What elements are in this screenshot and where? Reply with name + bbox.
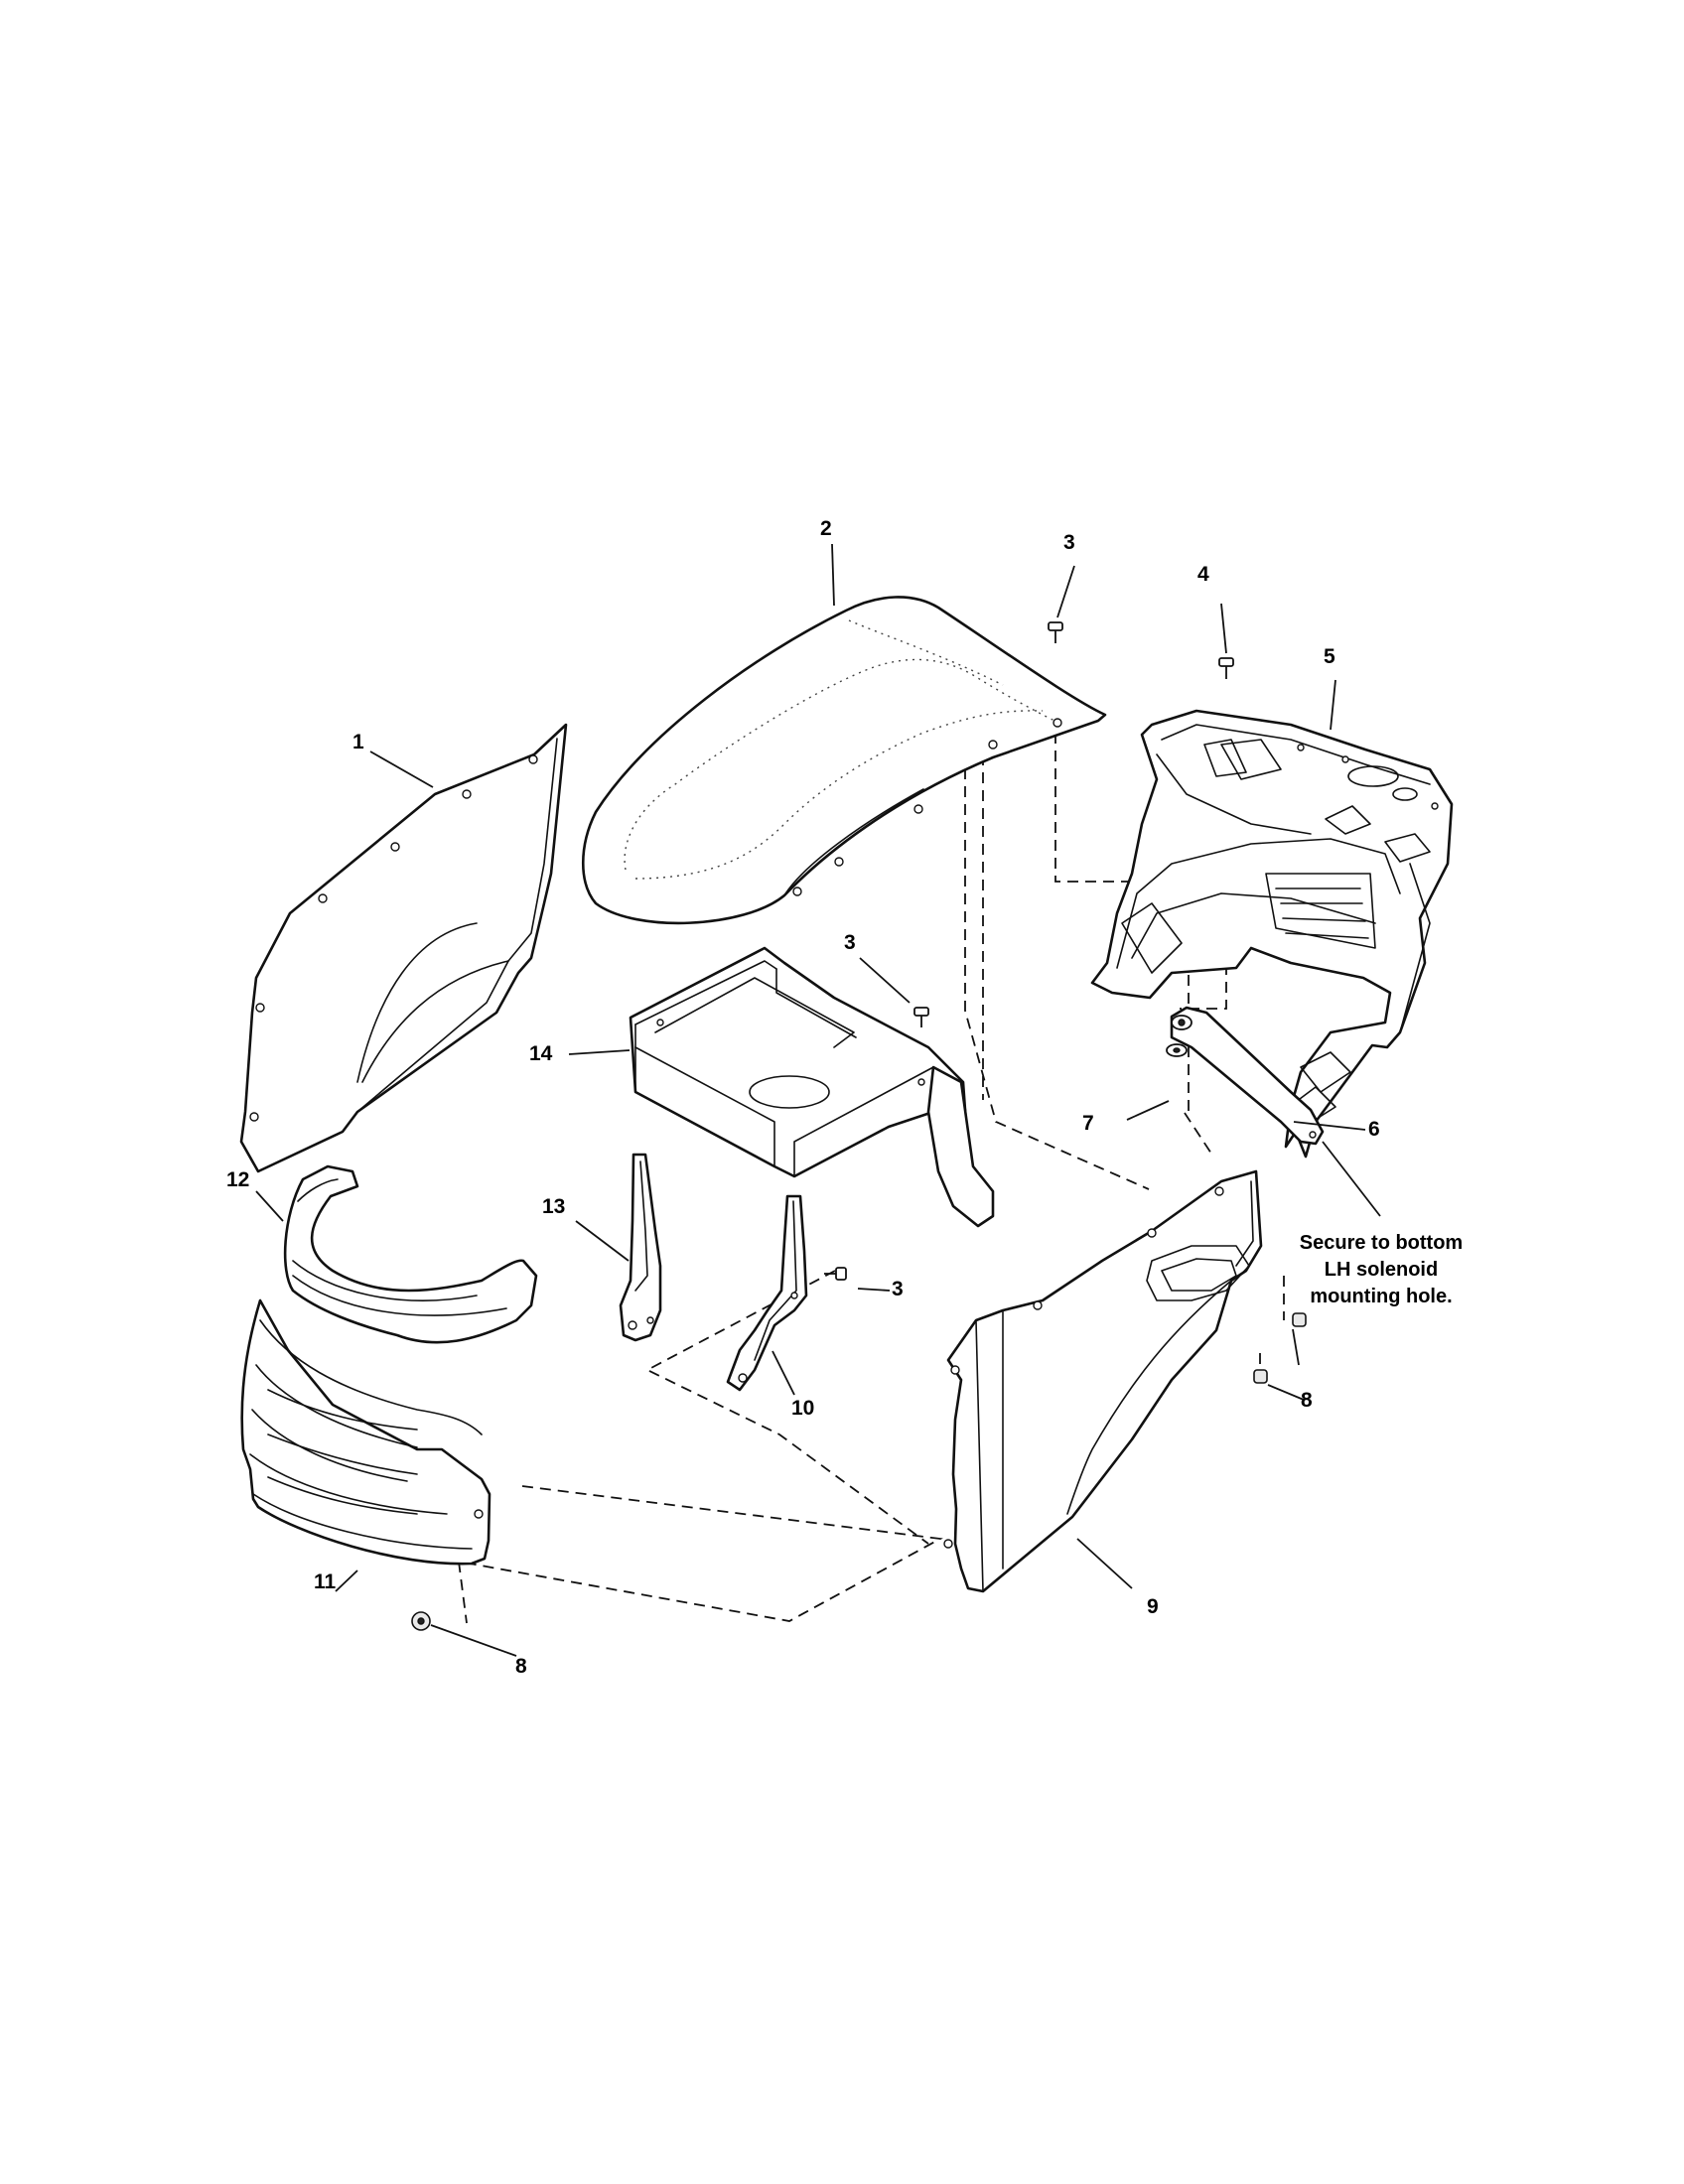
- callout-9: 9: [1147, 1595, 1159, 1618]
- part-12-upper-grille: [283, 1164, 538, 1344]
- callout-10: 10: [791, 1397, 814, 1420]
- callout-12: 12: [226, 1168, 249, 1191]
- hardware: [411, 621, 1307, 1631]
- callout-13: 13: [542, 1195, 565, 1218]
- screw-icon: [824, 1267, 847, 1281]
- mounting-note: Secure to bottom LH solenoid mounting ho…: [1300, 1232, 1463, 1307]
- part-5-dash-tower: [1090, 709, 1454, 1159]
- part-11-lower-grille: [240, 1298, 491, 1566]
- leader-lines: [255, 543, 1381, 1657]
- nut-icon: [1253, 1369, 1268, 1384]
- callout-8-right: 8: [1301, 1389, 1313, 1412]
- screw-icon: [1218, 657, 1234, 679]
- callout-2: 2: [820, 517, 832, 540]
- part-10-bracket: [726, 1194, 808, 1392]
- callout-3-tray: 3: [844, 931, 856, 954]
- callout-3-hood: 3: [1063, 531, 1075, 554]
- screw-icon: [1048, 621, 1063, 643]
- part-14-tray: [629, 946, 995, 1228]
- callout-8-bottom: 8: [515, 1655, 527, 1678]
- callout-3-bracket: 3: [892, 1278, 904, 1300]
- washer-icon: [1166, 1043, 1188, 1057]
- part-1-lh-side-panel: [239, 723, 568, 1173]
- part-13-bracket: [619, 1153, 662, 1342]
- nut-icon: [1292, 1312, 1307, 1327]
- note-line-3: mounting hole.: [1310, 1286, 1452, 1307]
- callout-11: 11: [314, 1570, 337, 1593]
- callout-7: 7: [1082, 1112, 1094, 1135]
- part-9-rh-side-panel: [943, 1169, 1263, 1593]
- note-line-2: LH solenoid: [1325, 1259, 1438, 1281]
- callout-14: 14: [529, 1042, 553, 1065]
- callout-6: 6: [1368, 1118, 1380, 1141]
- screw-icon: [913, 1007, 929, 1027]
- note-line-1: Secure to bottom: [1300, 1232, 1463, 1254]
- callout-4: 4: [1197, 563, 1209, 586]
- callout-1: 1: [352, 731, 364, 753]
- part-6-brace-rod: [1170, 1006, 1325, 1146]
- callout-labels: 1 2 3 3 3 4 5 6 7 8 8 9 10 11 12 13 14: [226, 517, 1380, 1678]
- part-2-hood: [582, 596, 1107, 925]
- nut-icon: [411, 1611, 431, 1631]
- callout-5: 5: [1324, 645, 1335, 668]
